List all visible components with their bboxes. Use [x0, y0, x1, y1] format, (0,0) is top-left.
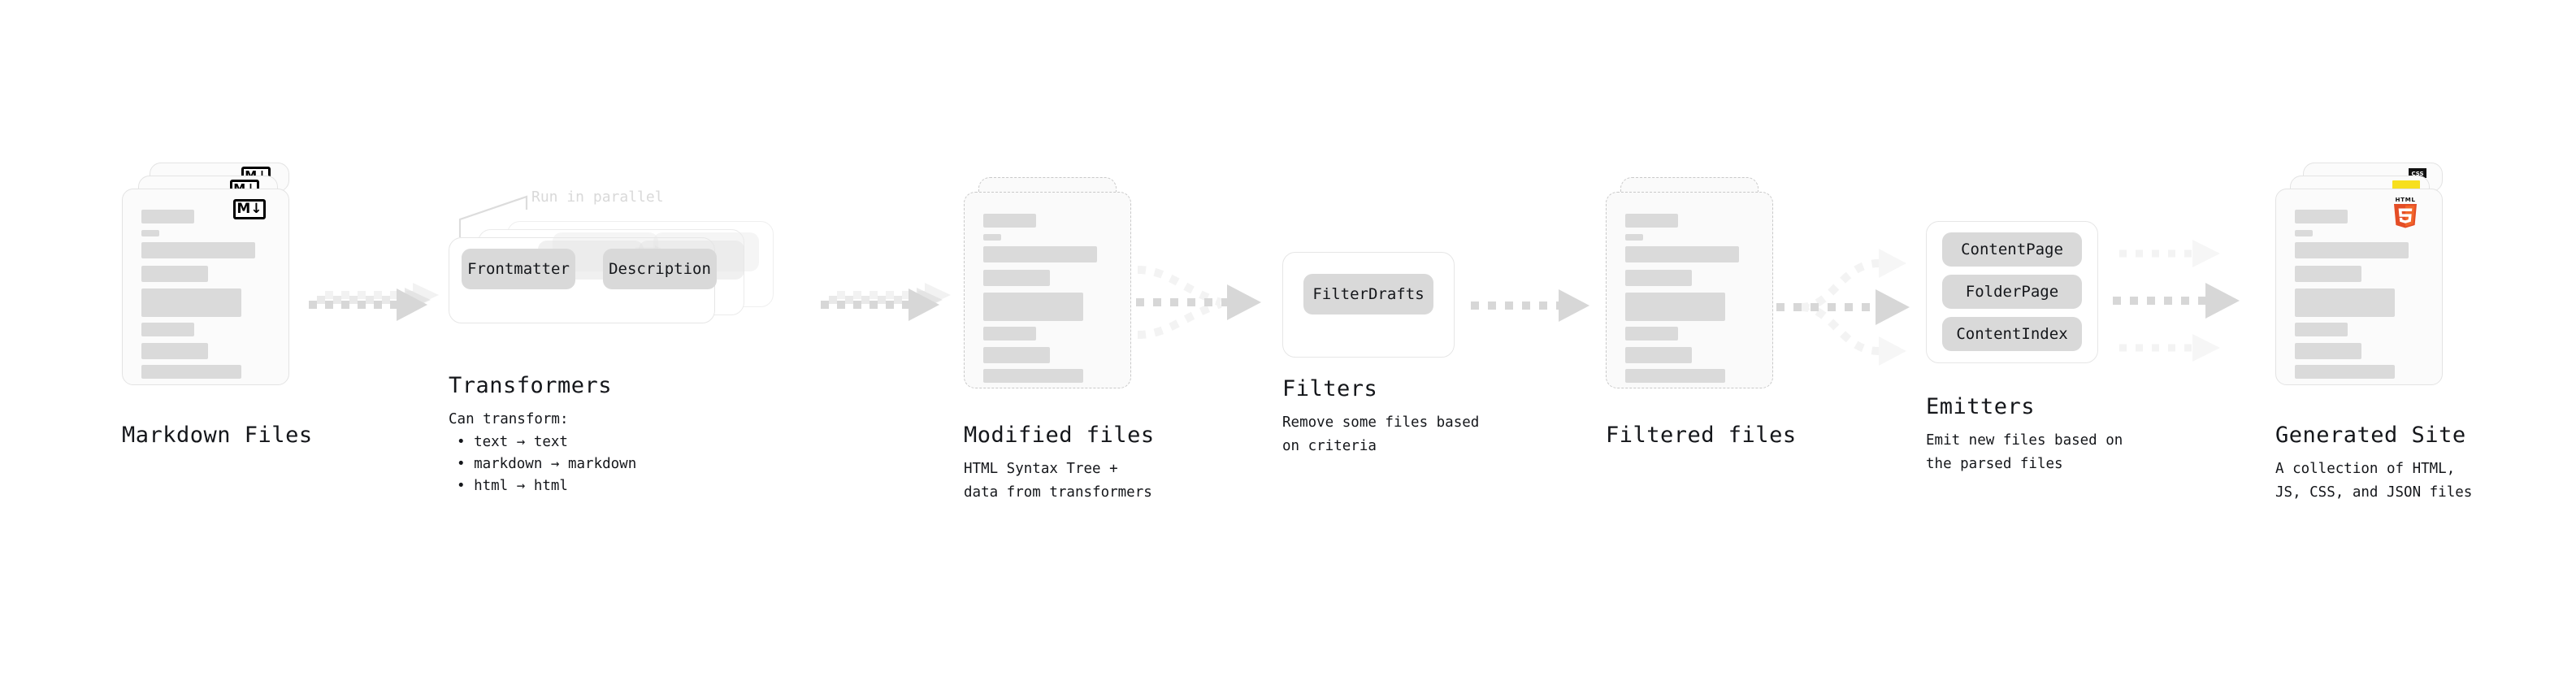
- markdown-placeholder-lines: [123, 189, 288, 384]
- markdown-badge-icon: M↓: [233, 199, 266, 219]
- markdown-card-front: M↓: [122, 189, 289, 385]
- modified-card-front: [964, 192, 1131, 388]
- connector-emitters-to-site: [2113, 228, 2267, 374]
- connector-transformers-to-modified: [821, 272, 967, 337]
- emitters-chip-contentindex[interactable]: ContentIndex: [1942, 317, 2082, 351]
- svg-text:CSS: CSS: [2411, 171, 2423, 177]
- modified-placeholder-lines: [965, 193, 1130, 388]
- transformers-subtitle: Can transform:: [449, 411, 569, 427]
- site-placeholder-lines: [2276, 189, 2442, 384]
- connector-markdown-to-transformers: [309, 272, 455, 337]
- filters-title: Filters: [1282, 376, 1378, 401]
- emitters-chip-folderpage[interactable]: FolderPage: [1942, 275, 2082, 309]
- filters-subtitle: Remove some files based on criteria: [1282, 414, 1480, 454]
- filtered-placeholder-lines: [1607, 193, 1772, 388]
- svg-text:HTML: HTML: [2395, 196, 2415, 203]
- filters-chip-filterdrafts[interactable]: FilterDrafts: [1303, 274, 1433, 314]
- connector-modified-to-filters: [1136, 252, 1290, 358]
- run-in-parallel-label: Run in parallel: [531, 189, 664, 206]
- transformers-chip-frontmatter[interactable]: Frontmatter: [462, 249, 575, 289]
- transformers-chip-description[interactable]: Description: [603, 249, 717, 289]
- transformers-title: Transformers: [449, 373, 613, 398]
- transformers-bullet-2: • html → html: [457, 478, 568, 494]
- run-in-parallel-leader: [458, 195, 528, 237]
- connector-filtered-to-emitters: [1776, 229, 1931, 384]
- generated-site-subtitle: A collection of HTML, JS, CSS, and JSON …: [2275, 461, 2473, 501]
- filtered-files-title: Filtered files: [1606, 423, 1797, 448]
- html5-badge-icon: HTML: [2394, 196, 2417, 228]
- generated-site-title: Generated Site: [2275, 423, 2466, 448]
- markdown-files-title: Markdown Files: [122, 423, 313, 448]
- connector-filters-to-filtered: [1471, 283, 1609, 332]
- emitters-chip-contentpage[interactable]: ContentPage: [1942, 232, 2082, 267]
- emitters-subtitle: Emit new files based on the parsed files: [1926, 432, 2123, 472]
- site-card-front-html: HTML: [2275, 189, 2443, 385]
- transformers-bullet-0: • text → text: [457, 434, 568, 450]
- emitters-title: Emitters: [1926, 394, 2036, 419]
- transformers-bullet-1: • markdown → markdown: [457, 456, 637, 472]
- modified-files-title: Modified files: [964, 423, 1155, 448]
- filtered-card-front: [1606, 192, 1773, 388]
- modified-files-subtitle: HTML Syntax Tree + data from transformer…: [964, 461, 1152, 501]
